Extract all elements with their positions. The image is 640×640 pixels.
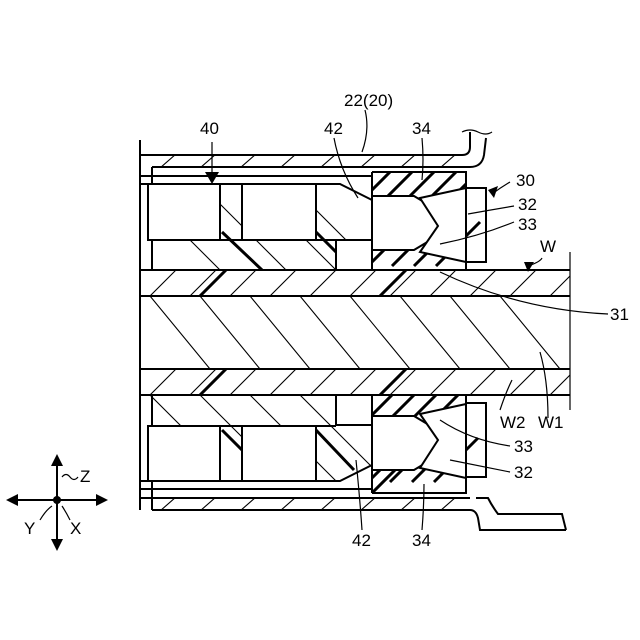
label-W2: W2: [500, 413, 526, 432]
label-22-20: 22(20): [344, 91, 393, 110]
axis-label-z: Z: [80, 467, 90, 486]
shaft-W: [140, 252, 576, 410]
coordinate-axes: [6, 454, 108, 551]
label-W1: W1: [538, 413, 564, 432]
label-33-bottom: 33: [514, 437, 533, 456]
seal-30-bottom: [372, 395, 486, 493]
label-34-bottom: 34: [412, 531, 431, 550]
label-42-top: 42: [324, 119, 343, 138]
label-34-top: 34: [412, 119, 431, 138]
label-42-bottom: 42: [352, 531, 371, 550]
label-40: 40: [200, 119, 219, 138]
label-33-top: 33: [518, 215, 537, 234]
label-31: 31: [610, 305, 629, 324]
stator-40-bottom: [140, 395, 372, 489]
label-32-bottom: 32: [514, 463, 533, 482]
label-32-top: 32: [518, 195, 537, 214]
seal-30-top: [372, 172, 486, 270]
stator-40-top: [140, 176, 372, 270]
label-W: W: [540, 237, 556, 256]
label-30: 30: [516, 171, 535, 190]
axis-label-y: Y: [24, 519, 35, 538]
axis-label-x: X: [70, 519, 81, 538]
